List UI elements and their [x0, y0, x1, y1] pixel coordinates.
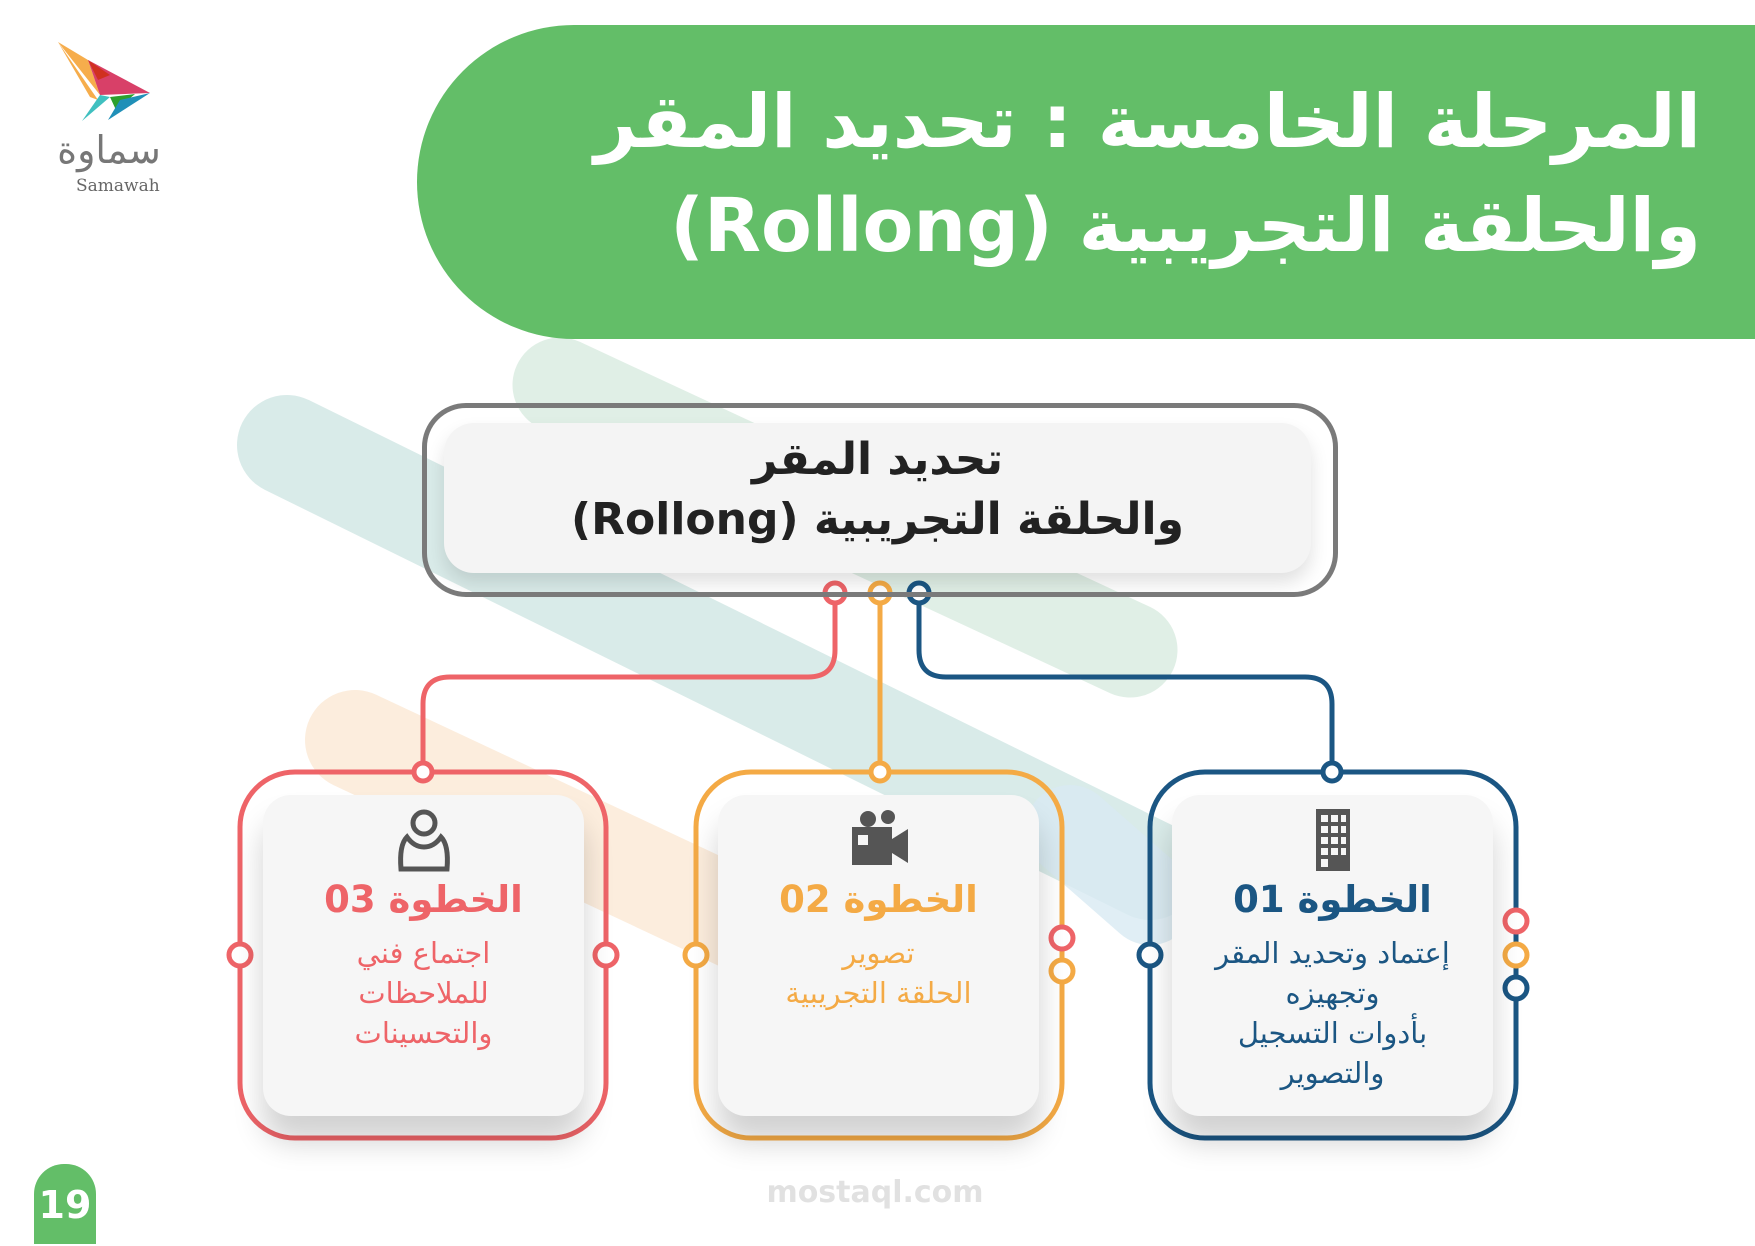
node-dot: [1502, 974, 1530, 1002]
header-banner: [417, 25, 1755, 339]
step-description: تصوير الحلقة التجريبية: [718, 933, 1039, 1013]
step-card-02-content: الخطوة 02 تصوير الحلقة التجريبية: [718, 805, 1039, 1013]
main-box-line-2: والحلقة التجريبية (Rollong): [571, 494, 1184, 545]
node-dot: [682, 941, 710, 969]
connector-step-03: [420, 593, 838, 770]
main-box-panel: [444, 423, 1311, 573]
node-dot: [592, 941, 620, 969]
building-icon: [1172, 805, 1493, 875]
page-title: المرحلة الخامسة : تحديد المقر والحلقة ال…: [551, 70, 1701, 278]
samawah-logo-icon: [58, 42, 150, 121]
page-number-badge: 19: [34, 1164, 96, 1244]
node-dot: [1048, 957, 1076, 985]
main-box-line-1: تحديد المقر: [751, 434, 1004, 485]
step-line: وتجهيزه: [1285, 976, 1380, 1010]
title-line-1: المرحلة الخامسة : تحديد المقر: [594, 79, 1701, 165]
title-line-2: والحلقة التجريبية (Rollong): [670, 183, 1701, 269]
node-dot: [1502, 941, 1530, 969]
main-box-outline: [422, 403, 1338, 597]
step-description: اجتماع فني للملاحظات والتحسينات: [263, 933, 584, 1053]
step-line: إعتماد وتحديد المقر: [1215, 936, 1450, 970]
node-dot: [1320, 760, 1344, 784]
logo-arabic: سماوة: [57, 128, 161, 172]
main-box-title: تحديد المقر والحلقة التجريبية (Rollong): [444, 430, 1311, 550]
step-line: والتصوير: [1280, 1056, 1385, 1090]
bg-stripe: [1025, 785, 1195, 945]
node-dot: [226, 941, 254, 969]
node-dot: [1136, 941, 1164, 969]
step-title: الخطوة 01: [1233, 878, 1432, 921]
node-dot: [1048, 924, 1076, 952]
step-line: تصوير: [842, 936, 915, 970]
connector-step-01: [916, 593, 1335, 770]
logo-latin: Samawah: [76, 176, 160, 196]
step-title: الخطوة 02: [779, 878, 978, 921]
step-description: إعتماد وتحديد المقر وتجهيزه بأدوات التسج…: [1172, 933, 1493, 1093]
step-line: اجتماع فني: [356, 936, 491, 970]
step-line: الحلقة التجريبية: [785, 976, 972, 1010]
user-icon: [263, 805, 584, 875]
step-card-01-content: الخطوة 01 إعتماد وتحديد المقر وتجهيزه بأ…: [1172, 805, 1493, 1093]
step-line: والتحسينات: [354, 1016, 493, 1050]
video-camera-icon: [718, 805, 1039, 875]
node-dot: [868, 760, 892, 784]
step-line: بأدوات التسجيل: [1237, 1016, 1428, 1050]
step-card-03-content: الخطوة 03 اجتماع فني للملاحظات والتحسينا…: [263, 805, 584, 1053]
node-dot: [411, 760, 435, 784]
watermark: mostaql.com: [766, 1175, 984, 1210]
node-dot: [1502, 907, 1530, 935]
step-title: الخطوة 03: [324, 878, 523, 921]
step-line: للملاحظات: [358, 976, 489, 1010]
